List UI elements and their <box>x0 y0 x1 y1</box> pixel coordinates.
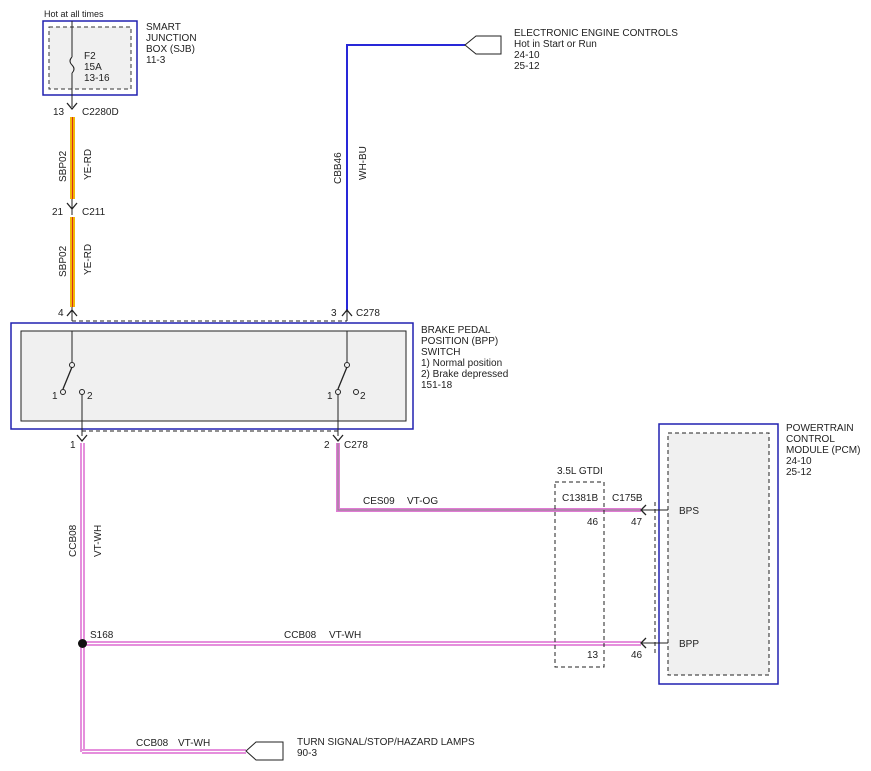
wire-cbb46-circuit: CBB46 <box>333 152 344 184</box>
powertrain-control-module: POWERTRAIN CONTROL MODULE (PCM) 24-10 25… <box>612 423 860 685</box>
pcm-inner-box <box>667 432 770 676</box>
connector-c2280d: 13 C2280D <box>53 95 119 118</box>
wire-sbp02-circuit-2: SBP02 <box>58 245 69 277</box>
c175b-pin-47: 47 <box>631 517 643 528</box>
eec-label-line-4: 25-12 <box>514 61 540 72</box>
wire-vt-og-color: VT-OG <box>407 496 438 507</box>
wire-ccb08-circuit-bottom: CCB08 <box>136 738 169 749</box>
switch-blade-icon <box>337 366 348 390</box>
bpp-label-line-5: 2) Brake depressed <box>421 369 508 380</box>
switch-right-pos-1: 1 <box>327 391 333 402</box>
c278-pin-3: 3 <box>331 308 337 319</box>
bpp-label-line-6: 151-18 <box>421 380 453 391</box>
eec-label-line-1: ELECTRONIC ENGINE CONTROLS <box>514 28 678 39</box>
connector-arrow-icon <box>464 35 502 55</box>
bpp-label-line-1: BRAKE PEDAL <box>421 325 491 336</box>
bpp-label-line-2: POSITION (BPP) <box>421 336 498 347</box>
wire-ccb08-circuit-mid: CCB08 <box>284 630 317 641</box>
wire-vt-wh-color-mid: VT-WH <box>329 630 361 641</box>
c1381b-outline <box>554 481 605 668</box>
gtdi-label: 3.5L GTDI <box>557 466 603 477</box>
sjb-inner-box <box>48 26 132 90</box>
wire-ye-rd-color-2: YE-RD <box>83 244 94 275</box>
wire-vt-wh-color-bottom: VT-WH <box>178 738 210 749</box>
c2280d-label: C2280D <box>82 107 119 118</box>
switch-contact-icon <box>60 389 66 395</box>
c175b-pin-46: 46 <box>631 650 643 661</box>
wire-sbp02-circuit: SBP02 <box>58 150 69 182</box>
switch-blade-icon <box>62 366 73 390</box>
fuse-f2-icon <box>69 56 75 74</box>
pcm-pin-bps: BPS <box>679 506 699 517</box>
sjb-power-note: Hot at all times <box>44 9 104 19</box>
fuse-ref: 13-16 <box>84 73 110 84</box>
pcm-label-line-1: POWERTRAIN <box>786 423 854 434</box>
switch-left-pos-2: 2 <box>87 391 93 402</box>
bpp-label-line-4: 1) Normal position <box>421 358 502 369</box>
c211-label: C211 <box>82 207 106 218</box>
splice-dot-icon <box>78 639 87 648</box>
sjb-label-line-4: 11-3 <box>146 55 166 66</box>
s168-label: S168 <box>90 630 114 641</box>
switch-right-pos-2: 2 <box>360 391 366 402</box>
wire-ces09: CES09 VT-OG <box>336 443 641 512</box>
wire-ccb08-vertical: CCB08 VT-WH <box>68 443 104 752</box>
wire-wh-bu <box>346 44 465 310</box>
pcm-pin-bpp: BPP <box>679 639 699 650</box>
pcm-label-line-4: 24-10 <box>786 456 812 467</box>
lamps-label-line-1: TURN SIGNAL/STOP/HAZARD LAMPS <box>297 737 475 748</box>
c278-bottom-label: C278 <box>344 440 368 451</box>
wire-sbp02-segment-1: SBP02 YE-RD <box>58 117 94 199</box>
wire-ces09-circuit: CES09 <box>363 496 395 507</box>
pcm-label-line-3: MODULE (PCM) <box>786 445 860 456</box>
connector-c211: 21 C211 <box>52 199 106 218</box>
wire-sbp02-segment-2: SBP02 YE-RD <box>58 217 94 307</box>
c278-pin-2: 2 <box>324 440 330 451</box>
sjb-label-line-2: JUNCTION <box>146 33 197 44</box>
splice-s168: S168 CCB08 VT-WH <box>78 630 641 648</box>
smart-junction-box: Hot at all times SMART JUNCTION BOX (SJB… <box>42 9 197 96</box>
connector-arrow-icon <box>245 741 284 761</box>
c1381b-label: C1381B <box>562 493 598 504</box>
bpp-inner-box <box>20 330 407 422</box>
connector-c1381b: 3.5L GTDI C1381B 46 13 <box>554 466 605 668</box>
electronic-engine-controls-feed: ELECTRONIC ENGINE CONTROLS Hot in Start … <box>333 28 678 310</box>
c278-pin-1: 1 <box>70 440 76 451</box>
wire-ye-rd-color: YE-RD <box>83 149 94 180</box>
pcm-label-line-2: CONTROL <box>786 434 835 445</box>
c211-pin: 21 <box>52 207 64 218</box>
c175b-label: C175B <box>612 493 643 504</box>
fuse-rating: 15A <box>84 62 102 73</box>
c1381b-pin-13: 13 <box>587 650 599 661</box>
switch-left-pos-1: 1 <box>52 391 58 402</box>
switch-contact-icon <box>353 389 359 395</box>
sjb-label-line-1: SMART <box>146 22 181 33</box>
brake-pedal-position-switch: 4 3 C278 1 2 1 2 BRAKE PEDAL POSITION (B… <box>10 307 508 451</box>
wire-vt-wh-color-vertical: VT-WH <box>93 525 104 557</box>
bpp-label-line-3: SWITCH <box>421 347 460 358</box>
wire-ccb08-circuit-vertical: CCB08 <box>68 524 79 557</box>
eec-label-line-2: Hot in Start or Run <box>514 39 597 50</box>
sjb-label-line-3: BOX (SJB) <box>146 44 195 55</box>
wire-ccb08-lamps: CCB08 VT-WH TURN SIGNAL/STOP/HAZARD LAMP… <box>82 737 475 761</box>
connector-arrow-icon <box>332 434 344 443</box>
fuse-name: F2 <box>84 51 96 62</box>
pcm-label-line-5: 25-12 <box>786 467 812 478</box>
lamps-label-line-2: 90-3 <box>297 748 317 759</box>
wire-wh-bu-color: WH-BU <box>358 146 369 180</box>
c278-top-label: C278 <box>356 308 380 319</box>
eec-label-line-3: 24-10 <box>514 50 540 61</box>
c278-pin-4: 4 <box>58 308 64 319</box>
c1381b-pin-46: 46 <box>587 517 599 528</box>
connector-arrow-icon <box>76 434 88 443</box>
c2280d-pin: 13 <box>53 107 65 118</box>
connector-arrow-icon <box>66 102 78 111</box>
